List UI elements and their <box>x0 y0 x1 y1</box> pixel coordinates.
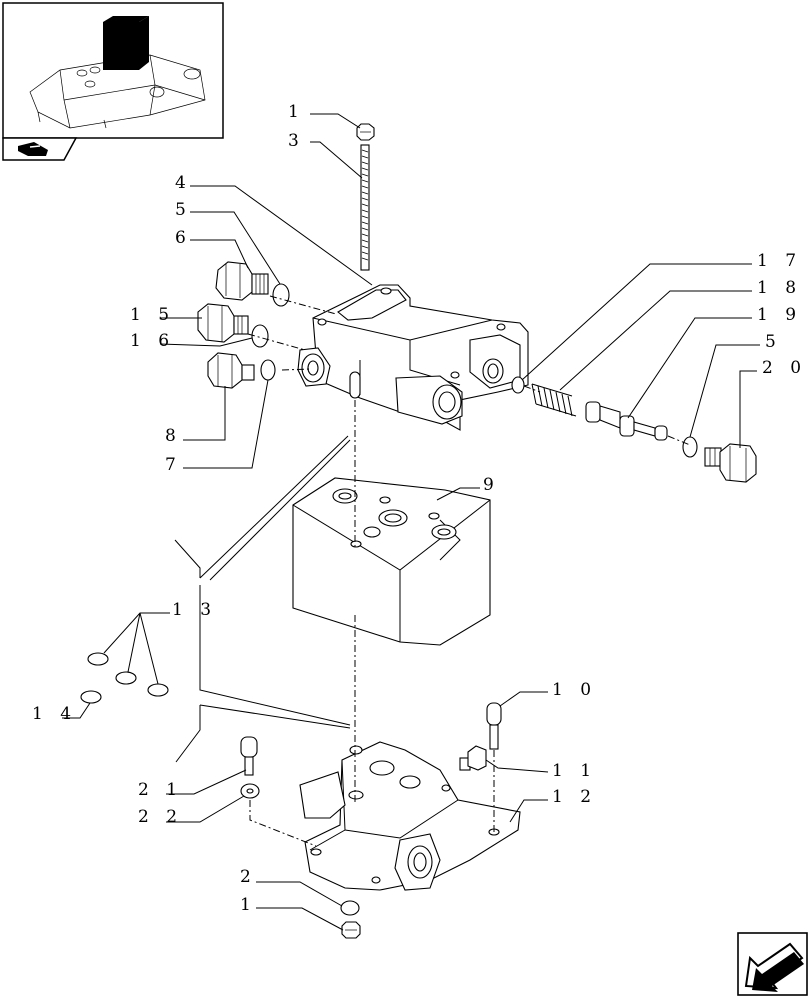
valve-body-4 <box>297 284 529 431</box>
seal-7 <box>260 359 276 381</box>
callout-17[interactable]: 1 7 <box>521 251 802 381</box>
assembly-lines <box>247 295 691 847</box>
svg-text:2 0: 2 0 <box>762 358 807 378</box>
stud-3 <box>360 144 370 271</box>
tractor-assembly-thumbnail-icon <box>29 16 206 129</box>
callout-16[interactable]: 1 6 <box>130 331 253 351</box>
svg-text:1: 1 <box>240 895 257 915</box>
svg-text:1 7: 1 7 <box>757 251 802 271</box>
svg-text:9: 9 <box>483 475 500 495</box>
callout-22[interactable]: 2 2 <box>138 795 245 827</box>
washer-2 <box>340 900 360 916</box>
bolt-10 <box>486 702 502 750</box>
tab-book[interactable] <box>2 137 78 161</box>
book-icon <box>18 142 48 156</box>
seal-17 <box>511 376 525 394</box>
plug-20 <box>704 443 757 483</box>
callout-10[interactable]: 1 0 <box>499 680 597 707</box>
callout-19[interactable]: 1 9 <box>627 305 802 419</box>
svg-text:1 1: 1 1 <box>552 761 597 781</box>
callout-1-bottom[interactable]: 1 <box>240 895 344 931</box>
plug-11 <box>459 745 487 771</box>
guide-lines <box>174 435 351 763</box>
svg-text:1 4: 1 4 <box>32 704 77 724</box>
svg-text:5: 5 <box>175 200 192 220</box>
callout-7[interactable]: 7 <box>165 379 269 475</box>
spool-19 <box>585 401 668 441</box>
orings-13-14 <box>80 652 169 704</box>
callout-15[interactable]: 1 5 <box>130 305 202 325</box>
plug-8 <box>207 352 255 389</box>
svg-text:2 2: 2 2 <box>138 807 183 827</box>
callout-2[interactable]: 2 <box>240 867 343 907</box>
nut-1-top <box>356 123 375 141</box>
callout-1-top[interactable]: 1 <box>288 102 361 129</box>
svg-text:1 2: 1 2 <box>552 787 597 807</box>
valve-block-9 <box>292 477 491 646</box>
callouts: 1 3 4 5 6 1 5 1 6 8 <box>32 102 807 931</box>
spring-18 <box>531 383 577 417</box>
base-12 <box>299 741 521 891</box>
svg-text:8: 8 <box>165 426 182 446</box>
plug-15 <box>197 303 249 343</box>
back-arrow-icon <box>744 942 804 992</box>
svg-text:1 9: 1 9 <box>757 305 802 325</box>
callout-9[interactable]: 9 <box>436 475 500 501</box>
washer-22 <box>240 783 260 799</box>
seal-16 <box>251 324 269 348</box>
back-nav-button[interactable] <box>737 932 808 996</box>
svg-text:1 8: 1 8 <box>757 278 802 298</box>
seal-5-right <box>682 436 698 458</box>
svg-text:1 5: 1 5 <box>130 305 175 325</box>
plug-6 <box>215 261 269 301</box>
svg-text:2 1: 2 1 <box>138 780 183 800</box>
svg-text:7: 7 <box>165 455 182 475</box>
callout-8[interactable]: 8 <box>165 386 226 446</box>
callout-4[interactable]: 4 <box>175 173 373 286</box>
callout-5-left[interactable]: 5 <box>175 200 281 285</box>
assembly-thumbnail[interactable] <box>2 2 224 139</box>
nut-1-bottom <box>341 921 361 939</box>
callout-14[interactable]: 1 4 <box>32 702 91 724</box>
svg-text:6: 6 <box>175 228 192 248</box>
callout-11[interactable]: 1 1 <box>485 759 597 781</box>
svg-text:1 3: 1 3 <box>172 600 217 620</box>
callout-12[interactable]: 1 2 <box>509 787 597 823</box>
svg-text:1 0: 1 0 <box>552 680 597 700</box>
svg-text:1: 1 <box>288 102 305 122</box>
callout-18[interactable]: 1 8 <box>559 278 802 391</box>
callout-3[interactable]: 3 <box>288 131 363 179</box>
svg-text:3: 3 <box>288 131 305 151</box>
svg-text:4: 4 <box>175 173 192 193</box>
callout-20[interactable]: 2 0 <box>739 358 807 448</box>
callout-13[interactable]: 1 3 <box>103 600 217 685</box>
svg-text:5: 5 <box>765 332 782 352</box>
seal-5-left <box>272 283 290 307</box>
callout-21[interactable]: 2 1 <box>138 769 247 800</box>
callout-6[interactable]: 6 <box>175 228 249 269</box>
callout-5-right[interactable]: 5 <box>689 332 782 438</box>
svg-text:1 6: 1 6 <box>130 331 175 351</box>
svg-text:2: 2 <box>240 867 257 887</box>
bolt-21 <box>240 736 258 776</box>
